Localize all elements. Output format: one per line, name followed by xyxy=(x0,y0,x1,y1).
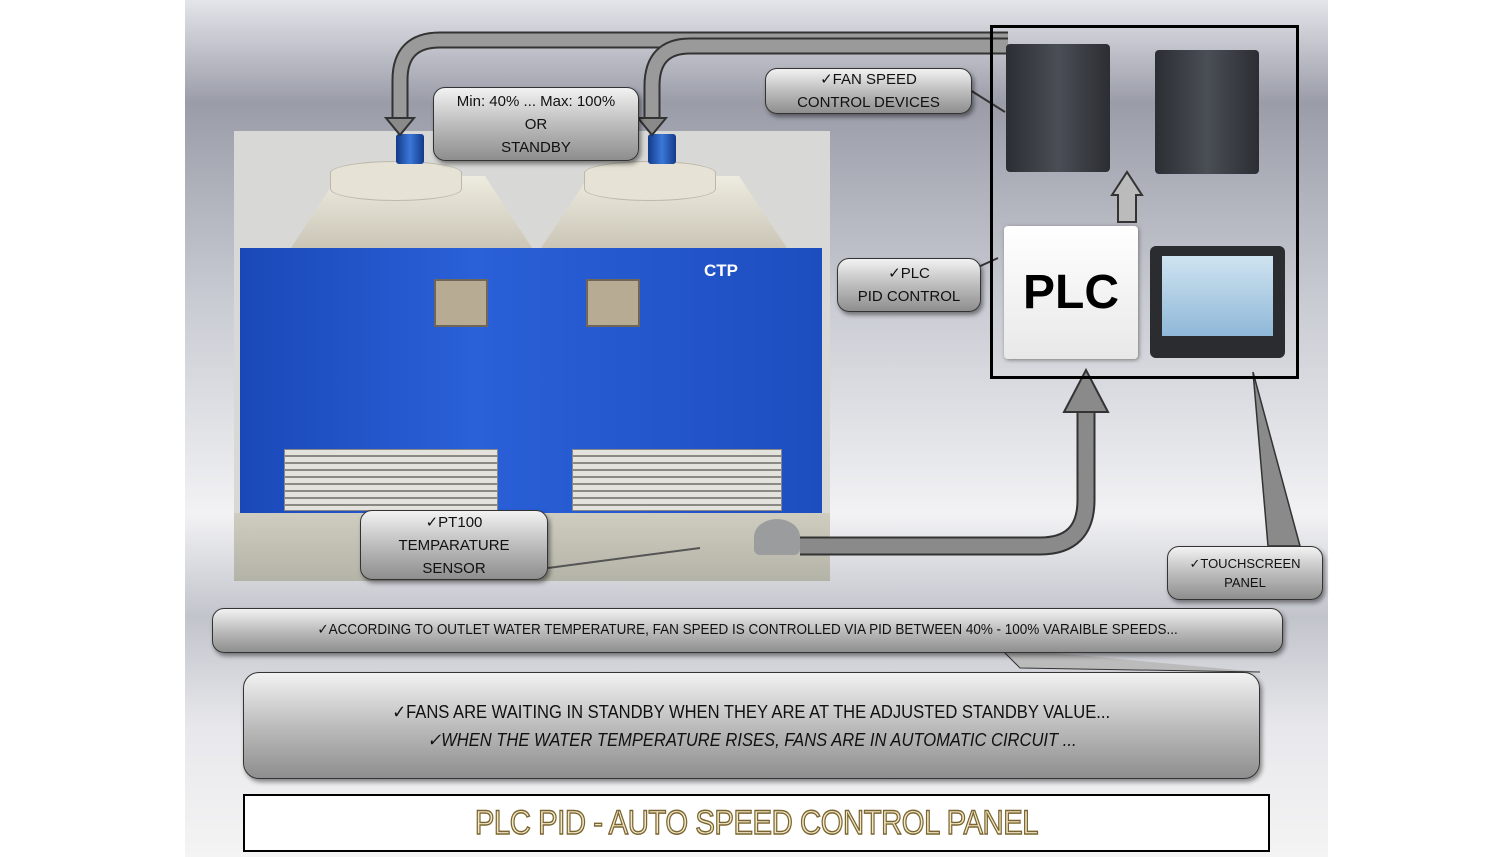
fan-motor-left xyxy=(396,134,424,164)
air-inlet-louver-right xyxy=(572,449,782,511)
fan-range-or: OR xyxy=(524,115,548,133)
callout-fan-speed-devices: ✓FAN SPEED CONTROL DEVICES xyxy=(765,68,972,114)
tower-logo: CTP xyxy=(704,261,738,280)
fan-motor-right xyxy=(648,134,676,164)
arrow-plc-to-vfd xyxy=(1110,170,1144,223)
touchscreen-sub-label: PANEL xyxy=(1224,575,1266,590)
fan-speed-label: ✓FAN SPEED xyxy=(820,71,917,88)
callout-pid-description: ✓ACCORDING TO OUTLET WATER TEMPERATURE, … xyxy=(212,608,1283,653)
vfd-drive-2 xyxy=(1155,50,1259,174)
vfd-drive-1 xyxy=(1006,44,1110,172)
standby-text-1: ✓FANS ARE WAITING IN STANDBY WHEN THEY A… xyxy=(392,701,1111,722)
plc-label: ✓PLC xyxy=(888,265,930,282)
pt100-sensor-head xyxy=(754,519,800,555)
callout-plc: ✓PLC PID CONTROL xyxy=(837,258,981,312)
standby-text-2: ✓WHEN THE WATER TEMPERATURE RISES, FANS … xyxy=(426,729,1077,750)
touchscreen-pointer xyxy=(1252,371,1301,547)
callout-touchscreen: ✓TOUCHSCREEN PANEL xyxy=(1167,546,1323,600)
plc-sub-label: PID CONTROL xyxy=(857,288,961,305)
touchscreen-display xyxy=(1162,256,1273,336)
pt100-sub-label-2: SENSOR xyxy=(422,559,486,577)
touchscreen-panel-image xyxy=(1150,246,1285,358)
title-box: PLC PID - AUTO SPEED CONTROL PANEL xyxy=(243,794,1270,852)
page-title: PLC PID - AUTO SPEED CONTROL PANEL xyxy=(474,803,1039,842)
plc-image: PLC xyxy=(1004,226,1138,359)
touchscreen-label: ✓TOUCHSCREEN xyxy=(1189,556,1301,571)
fan-stack-left xyxy=(330,161,462,201)
callout-pt100: ✓PT100 TEMPARATURE SENSOR xyxy=(360,510,548,580)
pt100-label: ✓PT100 xyxy=(425,513,483,531)
fan-stack-right xyxy=(584,161,716,201)
access-door-right xyxy=(586,279,640,327)
arrow-sensor-to-plc xyxy=(800,410,1096,556)
control-panel-box xyxy=(990,25,1299,379)
pt100-sub-label: TEMPARATURE xyxy=(398,536,510,554)
fan-range-standby: STANDBY xyxy=(501,138,571,156)
access-door-left xyxy=(434,279,488,327)
air-inlet-louver-left xyxy=(284,449,498,511)
callout-fan-range: Min: 40% ... Max: 100% OR STANDBY xyxy=(433,87,639,161)
callout-standby: ✓FANS ARE WAITING IN STANDBY WHEN THEY A… xyxy=(243,672,1260,779)
fan-speed-sub-label: CONTROL DEVICES xyxy=(797,94,940,111)
pid-description-text: ✓ACCORDING TO OUTLET WATER TEMPERATURE, … xyxy=(317,622,1178,638)
fan-range-text: Min: 40% ... Max: 100% xyxy=(456,92,616,110)
